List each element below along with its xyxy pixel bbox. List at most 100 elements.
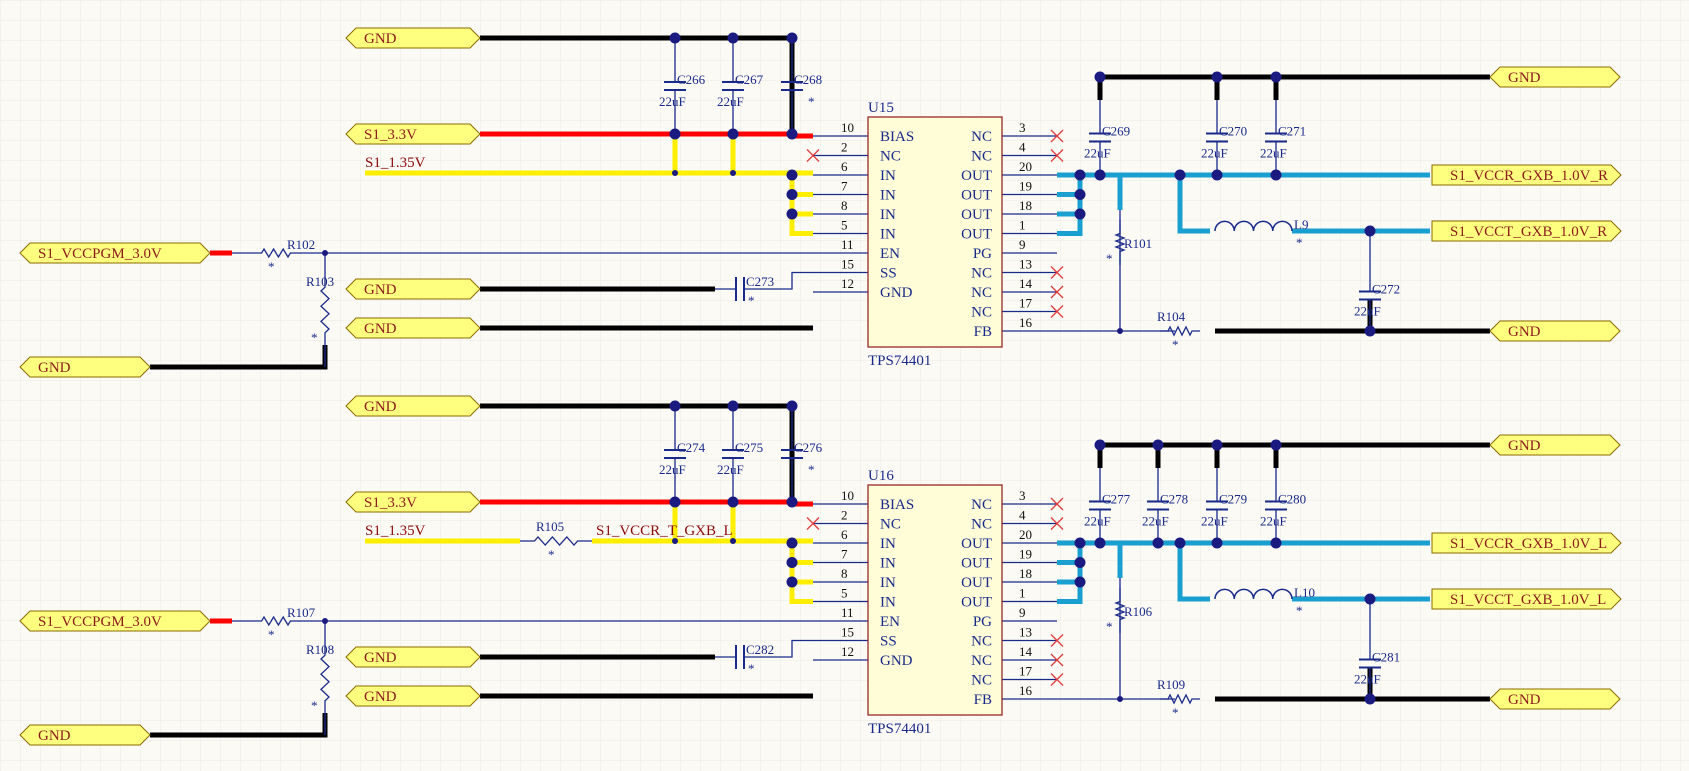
pin-name: NC [971,653,992,669]
pin-name: NC [971,634,992,650]
capacitor [1089,100,1111,175]
junction-dot [1117,328,1123,334]
capacitor-designator: C271 [1278,124,1306,139]
junction-dot [1074,169,1086,181]
junction-dot [786,576,798,588]
power-port-shape [345,491,481,513]
capacitor-plates [1206,500,1228,511]
capacitor-designator: C277 [1102,492,1131,507]
pin-name: GND [880,285,913,301]
no-connect-cross [1050,149,1064,162]
capacitor-designator: C272 [1372,282,1400,297]
power-port: GND [345,27,481,49]
pin-name: FB [974,324,992,340]
power-port-label: S1_VCCR_GXB_1.0V_L [1450,536,1607,552]
power-port-label: GND [1508,324,1541,340]
capacitor-value: 22uF [1084,514,1111,529]
resistor-body [1160,325,1200,337]
pin-number: 19 [1019,179,1032,194]
pin-number: 2 [841,508,848,523]
no-connect-cross [1050,517,1064,530]
no-connect-cross [806,517,820,530]
pin-number: 20 [1019,159,1032,174]
power-port-shape [1431,220,1622,242]
junction-dot [1174,537,1186,549]
capacitor-plates [722,449,744,459]
capacitor-value: 22uF [1260,514,1287,529]
capacitor-value: 22uF [717,462,744,477]
junction-dot [1364,225,1376,237]
regulator-ic-body [867,484,1003,716]
pin-name: IN [880,595,896,611]
capacitor [715,645,765,669]
regulator-part-number: TPS74401 [868,721,931,737]
resistor [252,247,300,259]
pin-name: OUT [961,227,992,243]
no-connect-marker [1050,634,1064,647]
resistor-designator: R109 [1157,677,1185,692]
junction-dot [1211,439,1223,451]
pin-number: 14 [1019,276,1033,291]
resistor-body [520,536,592,546]
pin-name: PG [973,246,992,262]
pin-name: OUT [961,207,992,223]
junction-dot [786,208,798,220]
pin-number: 5 [841,218,848,233]
power-port: GND [345,685,481,707]
resistor-value: * [311,698,318,713]
capacitor-value: 22uF [1084,146,1111,161]
pin-name: NC [971,129,992,145]
power-port-shape [345,685,481,707]
pin-number: 15 [841,625,854,640]
power-port-label: GND [1508,438,1541,454]
resistor-designator: R108 [306,642,334,657]
regulator-designator: U15 [868,100,894,116]
resistor [252,615,300,627]
junction-dot [1211,169,1223,181]
pin-number: 13 [1019,257,1032,272]
power-port-shape [345,395,481,417]
junction-dot [669,400,681,412]
ss-net [765,639,813,658]
pin-number: 4 [1019,508,1026,523]
junction-dot [1364,593,1376,605]
power-port: GND [1489,688,1621,710]
resistor [1160,693,1200,705]
power-port-shape [345,646,481,668]
pin-number: 8 [841,198,848,213]
capacitor-designator: C273 [746,274,774,289]
power-port: GND [19,724,151,746]
capacitor [781,38,803,134]
capacitor-value: * [748,661,755,676]
no-connect-cross [1050,129,1064,143]
pin-name: PG [973,614,992,630]
capacitor [1089,468,1111,543]
capacitor [1206,468,1228,543]
pin-number: 7 [841,547,848,562]
capacitor-plates [781,81,803,91]
inductor-coil [1214,220,1293,232]
power-port-shape [19,724,151,746]
no-connect-marker [1050,305,1064,318]
pin-name: OUT [961,595,992,611]
no-connect-cross [806,149,820,162]
capacitor-designator: C275 [735,440,763,455]
resistor-designator: R107 [287,605,316,620]
regulator-ic-body [867,116,1003,348]
capacitor-value: * [808,462,815,477]
no-connect-cross [1050,653,1064,667]
resistor-designator: R104 [1157,309,1186,324]
pin-name: IN [880,188,896,204]
capacitor-plates [1089,500,1111,511]
pin-name: NC [971,149,992,165]
pin-name: OUT [961,168,992,184]
resistor-value: * [1172,337,1179,352]
junction-dot [669,496,681,508]
resistor-value: * [268,259,275,274]
pin-name: OUT [961,536,992,552]
resistor-body [320,621,330,735]
pin-number: 19 [1019,547,1032,562]
junction-dot [1094,537,1106,549]
pin-name: NC [880,517,901,533]
